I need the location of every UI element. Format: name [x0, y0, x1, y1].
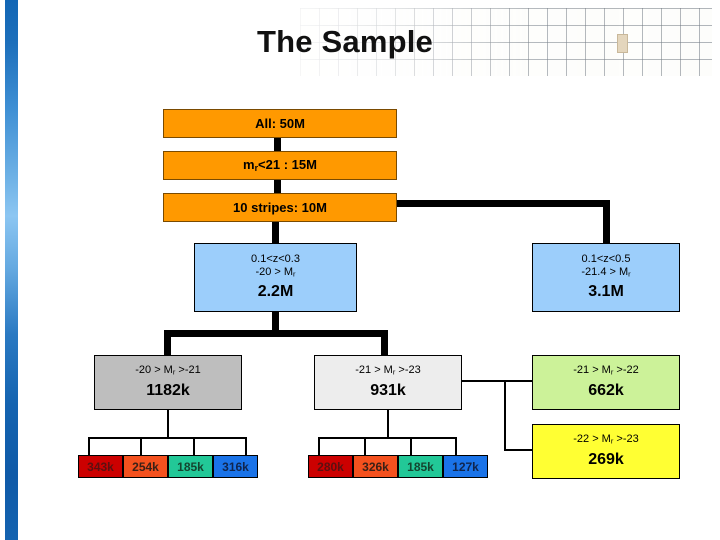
node-z-0105: 0.1<z<0.5 -21.4 > Mr 3.1M — [532, 243, 680, 312]
leaf-left-3: 185k — [168, 455, 213, 478]
node-m21-23: -21 > Mr >-23 931k — [314, 355, 462, 410]
connector-leaf-r1-drop — [318, 437, 320, 455]
node-all-label: All: 50M — [255, 115, 305, 131]
page-title: The Sample — [257, 24, 433, 59]
connector-bus-to-1182k — [164, 330, 171, 355]
connector-stripes-right-vertical — [603, 200, 610, 243]
connector-1182k-bus — [88, 437, 247, 439]
node-z-0103-zcut: 0.1<z<0.3 — [251, 252, 300, 265]
node-z-0105-mcut: -21.4 > Mr — [581, 265, 631, 279]
connector-leaf-l1-drop — [88, 437, 90, 455]
connector-1182k-stem — [167, 410, 169, 438]
node-mr-cut-label: mr<21 : 15M — [243, 157, 317, 174]
node-m20-21-count: 1182k — [146, 381, 190, 399]
node-ten-stripes: 10 stripes: 10M — [163, 193, 397, 222]
leaf-right-4: 127k — [443, 455, 488, 478]
connector-931k-stem — [387, 410, 389, 438]
connector-leaf-l2-drop — [140, 437, 142, 455]
connector-all-to-mr21 — [274, 138, 281, 151]
connector-stripes-to-blue-left — [272, 222, 279, 243]
node-m22-23-count: 269k — [588, 450, 624, 468]
connector-blue-left-bus — [164, 330, 388, 337]
connector-leaf-l4-drop — [245, 437, 247, 455]
connector-stripes-right-horizontal — [397, 200, 610, 207]
node-mr-cut: mr<21 : 15M — [163, 151, 397, 180]
node-z-0103-mcut: -20 > Mr — [255, 265, 296, 279]
leaf-right-2: 326k — [353, 455, 398, 478]
connector-931k-out — [462, 380, 506, 382]
node-m21-22-cut: -21 > Mr >-22 — [573, 364, 639, 377]
connector-931k-bracket-vertical — [504, 380, 506, 451]
connector-leaf-r2-drop — [364, 437, 366, 455]
connector-leaf-r3-drop — [410, 437, 412, 455]
node-m21-22: -21 > Mr >-22 662k — [532, 355, 680, 410]
node-all: All: 50M — [163, 109, 397, 138]
leaf-left-1: 343k — [78, 455, 123, 478]
connector-bus-to-931k — [381, 330, 388, 355]
connector-bracket-to-269k — [504, 449, 533, 451]
node-m21-22-count: 662k — [588, 381, 624, 399]
connector-931k-bus — [318, 437, 457, 439]
node-z-0103-count: 2.2M — [257, 283, 294, 301]
grid-chip-icon — [617, 34, 628, 53]
node-m22-23-cut: -22 > Mr >-23 — [573, 433, 639, 446]
node-z-0105-zcut: 0.1<z<0.5 — [581, 252, 631, 265]
node-z-0103: 0.1<z<0.3 -20 > Mr 2.2M — [194, 243, 357, 312]
node-m21-23-count: 931k — [370, 381, 406, 399]
leaf-left-4: 316k — [213, 455, 258, 478]
node-m20-21: -20 > Mr >-21 1182k — [94, 355, 242, 410]
connector-leaf-r4-drop — [455, 437, 457, 455]
node-z-0105-count: 3.1M — [588, 283, 624, 301]
connector-leaf-l3-drop — [193, 437, 195, 455]
node-m22-23: -22 > Mr >-23 269k — [532, 424, 680, 479]
connector-bracket-to-662k — [504, 380, 533, 382]
connector-blue-left-stem — [272, 312, 279, 333]
title-grid-decoration — [300, 8, 712, 76]
leaf-right-3: 185k — [398, 455, 443, 478]
connector-mr21-to-stripes — [274, 180, 281, 193]
node-ten-stripes-label: 10 stripes: 10M — [233, 199, 327, 215]
leaf-left-2: 254k — [123, 455, 168, 478]
node-m21-23-cut: -21 > Mr >-23 — [355, 364, 421, 377]
node-m20-21-cut: -20 > Mr >-21 — [135, 364, 201, 377]
leaf-right-1: 280k — [308, 455, 353, 478]
slide-accent-bar — [5, 0, 18, 540]
